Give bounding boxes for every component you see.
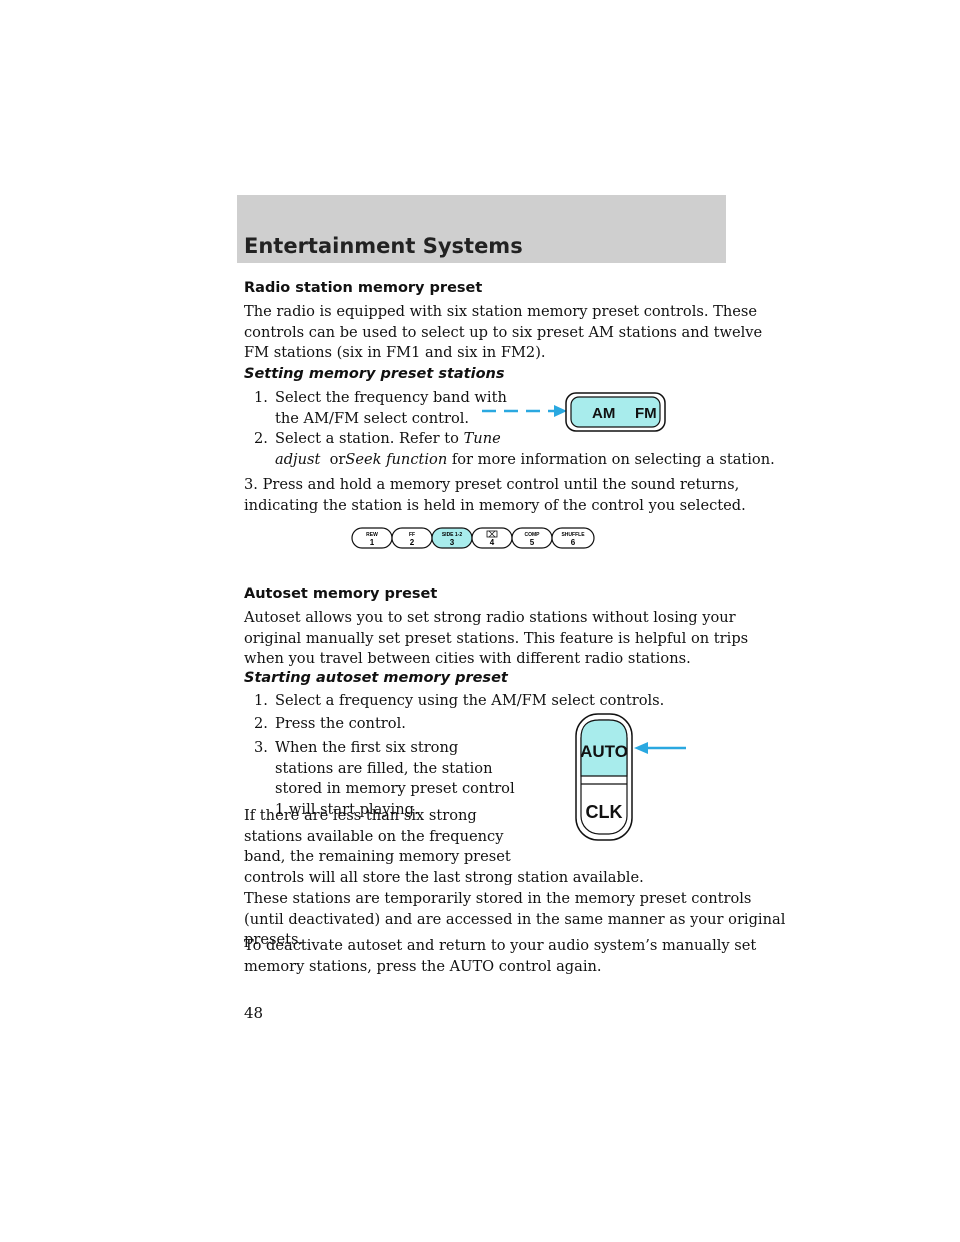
text-line: To deactivate autoset and return to your…	[244, 937, 757, 954]
step-text: Select the frequency band with	[275, 389, 507, 406]
text-line: controls can be used to select up to six…	[244, 323, 763, 341]
step-text: for more information on selecting a stat…	[451, 450, 775, 468]
paragraph-autoset: Autoset allows you to set strong radio s…	[244, 608, 748, 670]
seek-term: Seek function	[345, 450, 448, 468]
text-line: FM stations (six in FM1 and six in FM2).	[244, 344, 546, 361]
preset-6-number: 6	[571, 538, 576, 547]
step-text: Select a frequency using the AM/FM selec…	[275, 692, 665, 709]
setting-step-1: 1. Select the frequency band with the AM/…	[254, 388, 507, 429]
pointer-arrowhead	[554, 405, 567, 417]
page-title: Entertainment Systems	[244, 234, 523, 258]
preset-2-label: FF	[409, 532, 415, 538]
paragraph-radio-preset: The radio is equipped with six station m…	[244, 302, 762, 364]
text-line: stations available on the frequency	[244, 827, 504, 845]
preset-1-number: 1	[370, 538, 375, 547]
preset-buttons-figure: REW 1 FF 2 SIDE 1-2 3 4 COMP 5 SHUFFLE 6	[351, 527, 595, 549]
header-band	[237, 195, 726, 263]
text-line: If there are less than six strong	[244, 807, 477, 824]
text-line: These stations are temporarily stored in…	[244, 890, 752, 907]
setting-step-2: 2. Select a station. Refer to Tune adjust…	[254, 429, 775, 470]
fm-label: FM	[635, 405, 657, 422]
text-line: (until deactivated) and are accessed in …	[244, 910, 786, 928]
step-number: 1.	[254, 389, 268, 406]
step-text: stored in memory preset control	[275, 780, 515, 797]
step-text: 1 will start playing.	[275, 800, 419, 818]
paragraph-deactivate: To deactivate autoset and return to your…	[244, 936, 756, 977]
section-heading-autoset: Autoset memory preset	[244, 586, 438, 602]
preset-1-label: REW	[366, 532, 378, 538]
preset-3-number: 3	[450, 538, 455, 547]
text-line: controls will all store the last strong …	[244, 868, 644, 886]
auto-clk-figure: AUTO CLK	[575, 713, 686, 841]
step-number: 3.	[254, 739, 268, 756]
or-text: or	[329, 450, 346, 468]
step-text: the AM/FM select control.	[275, 409, 470, 427]
paragraph-step-3: 3. Press and hold a memory preset contro…	[244, 475, 746, 516]
preset-2-number: 2	[410, 538, 415, 547]
preset-5-number: 5	[530, 538, 535, 547]
paragraph-temporary: These stations are temporarily stored in…	[244, 889, 785, 951]
step-text: Press the control.	[275, 715, 406, 732]
starting-step-1: 1. Select a frequency using the AM/FM sel…	[254, 691, 664, 712]
am-label: AM	[592, 405, 615, 422]
amfm-button[interactable]	[570, 396, 661, 428]
step-number: 2.	[254, 430, 268, 447]
text-line: when you travel between cities with diff…	[244, 650, 691, 667]
pointer-arrowhead	[634, 742, 648, 754]
clk-label: CLK	[586, 802, 623, 822]
balance-icon	[486, 530, 498, 538]
paragraph-fewer-stations: If there are less than six strong statio…	[244, 806, 644, 888]
text-line: 3. Press and hold a memory preset contro…	[244, 476, 740, 493]
adjust-term: adjust	[275, 450, 321, 468]
starting-step-2: 2. Press the control.	[254, 714, 406, 735]
subheading-setting-preset: Setting memory preset stations	[244, 366, 505, 382]
text-line: original manually set preset stations. T…	[244, 629, 749, 647]
text-line: indicating the station is held in memory…	[244, 496, 746, 514]
preset-5-label: COMP	[525, 532, 541, 538]
step-number: 1.	[254, 692, 268, 709]
section-heading-radio-preset: Radio station memory preset	[244, 280, 483, 296]
preset-3-label: SIDE 1-2	[442, 532, 463, 538]
auto-button[interactable]	[580, 719, 628, 777]
step-text: When the first six strong	[275, 739, 459, 756]
preset-button-6[interactable]	[551, 527, 595, 549]
auto-label: AUTO	[580, 742, 628, 761]
text-line: memory stations, press the AUTO control …	[244, 957, 602, 975]
tune-term: Tune	[463, 430, 501, 447]
subheading-starting-autoset: Starting autoset memory preset	[244, 670, 508, 686]
page-number: 48	[244, 1004, 264, 1022]
text-line: band, the remaining memory preset	[244, 848, 511, 865]
preset-6-label: SHUFFLE	[561, 532, 585, 538]
text-line: Autoset allows you to set strong radio s…	[244, 609, 736, 626]
balance-icon-line	[488, 530, 496, 538]
step-number: 2.	[254, 715, 268, 732]
amfm-figure: AM FM	[482, 392, 666, 432]
text-line: The radio is equipped with six station m…	[244, 303, 758, 320]
preset-4-number: 4	[490, 538, 495, 547]
step-text: Select a station. Refer to	[275, 430, 459, 447]
step-text: stations are filled, the station	[275, 759, 493, 777]
text-line: presets.	[244, 931, 304, 948]
starting-step-3: 3. When the first six strong stations are…	[254, 738, 515, 820]
